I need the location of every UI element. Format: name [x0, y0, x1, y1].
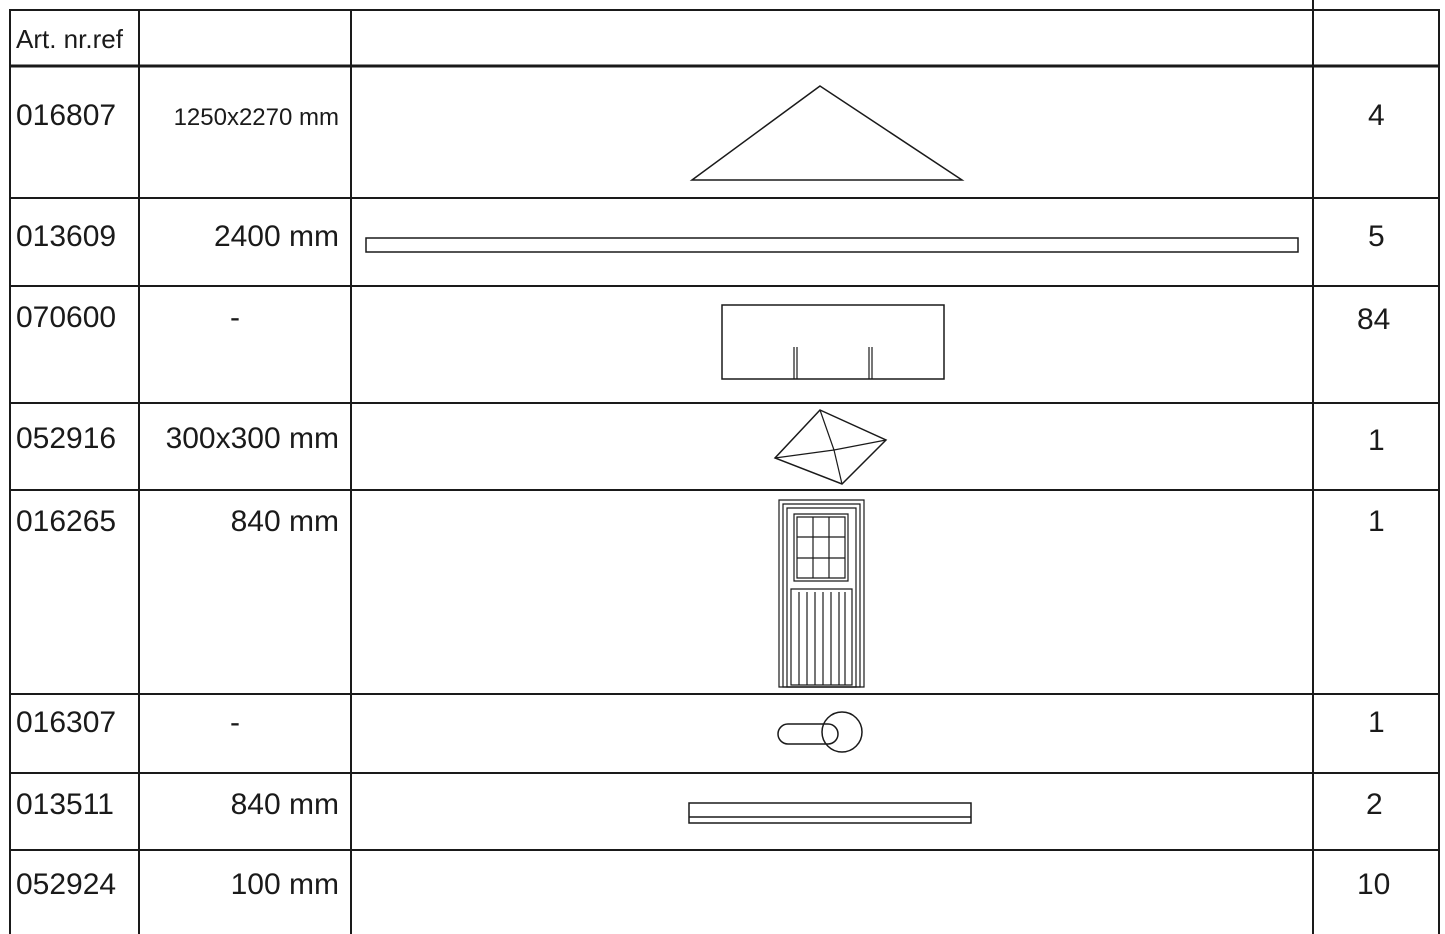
row4-size: 300x300 mm [165, 422, 339, 455]
row7-size: 840 mm [230, 788, 339, 821]
row2-size: 2400 mm [213, 220, 339, 253]
row3-art-nr: 070600 [16, 301, 117, 334]
row8-size: 100 mm [230, 868, 339, 901]
row4-art-nr: 052916 [16, 422, 117, 455]
header-art-nr: Art. nr.ref [16, 24, 123, 54]
row2-qty: 5 [1368, 220, 1385, 253]
row8-art-nr: 052924 [16, 868, 117, 901]
row3-size: - [230, 301, 240, 334]
row6-qty: 1 [1368, 706, 1385, 739]
row7-art-nr: 013511 [16, 788, 114, 821]
row5-size: 840 mm [230, 505, 339, 538]
row6-size: - [230, 706, 240, 739]
row8-qty: 10 [1357, 868, 1391, 901]
row6-art-nr: 016307 [16, 706, 117, 739]
row4-qty: 1 [1368, 424, 1385, 457]
row1-art-nr: 016807 [16, 99, 117, 132]
row3-qty: 84 [1357, 303, 1391, 336]
row1-qty: 4 [1368, 99, 1385, 132]
row5-qty: 1 [1368, 505, 1385, 538]
row1-size: 1250x2270 mm [173, 104, 339, 131]
row2-art-nr: 013609 [16, 220, 117, 253]
row5-art-nr: 016265 [16, 505, 117, 538]
row7-qty: 2 [1366, 788, 1383, 821]
